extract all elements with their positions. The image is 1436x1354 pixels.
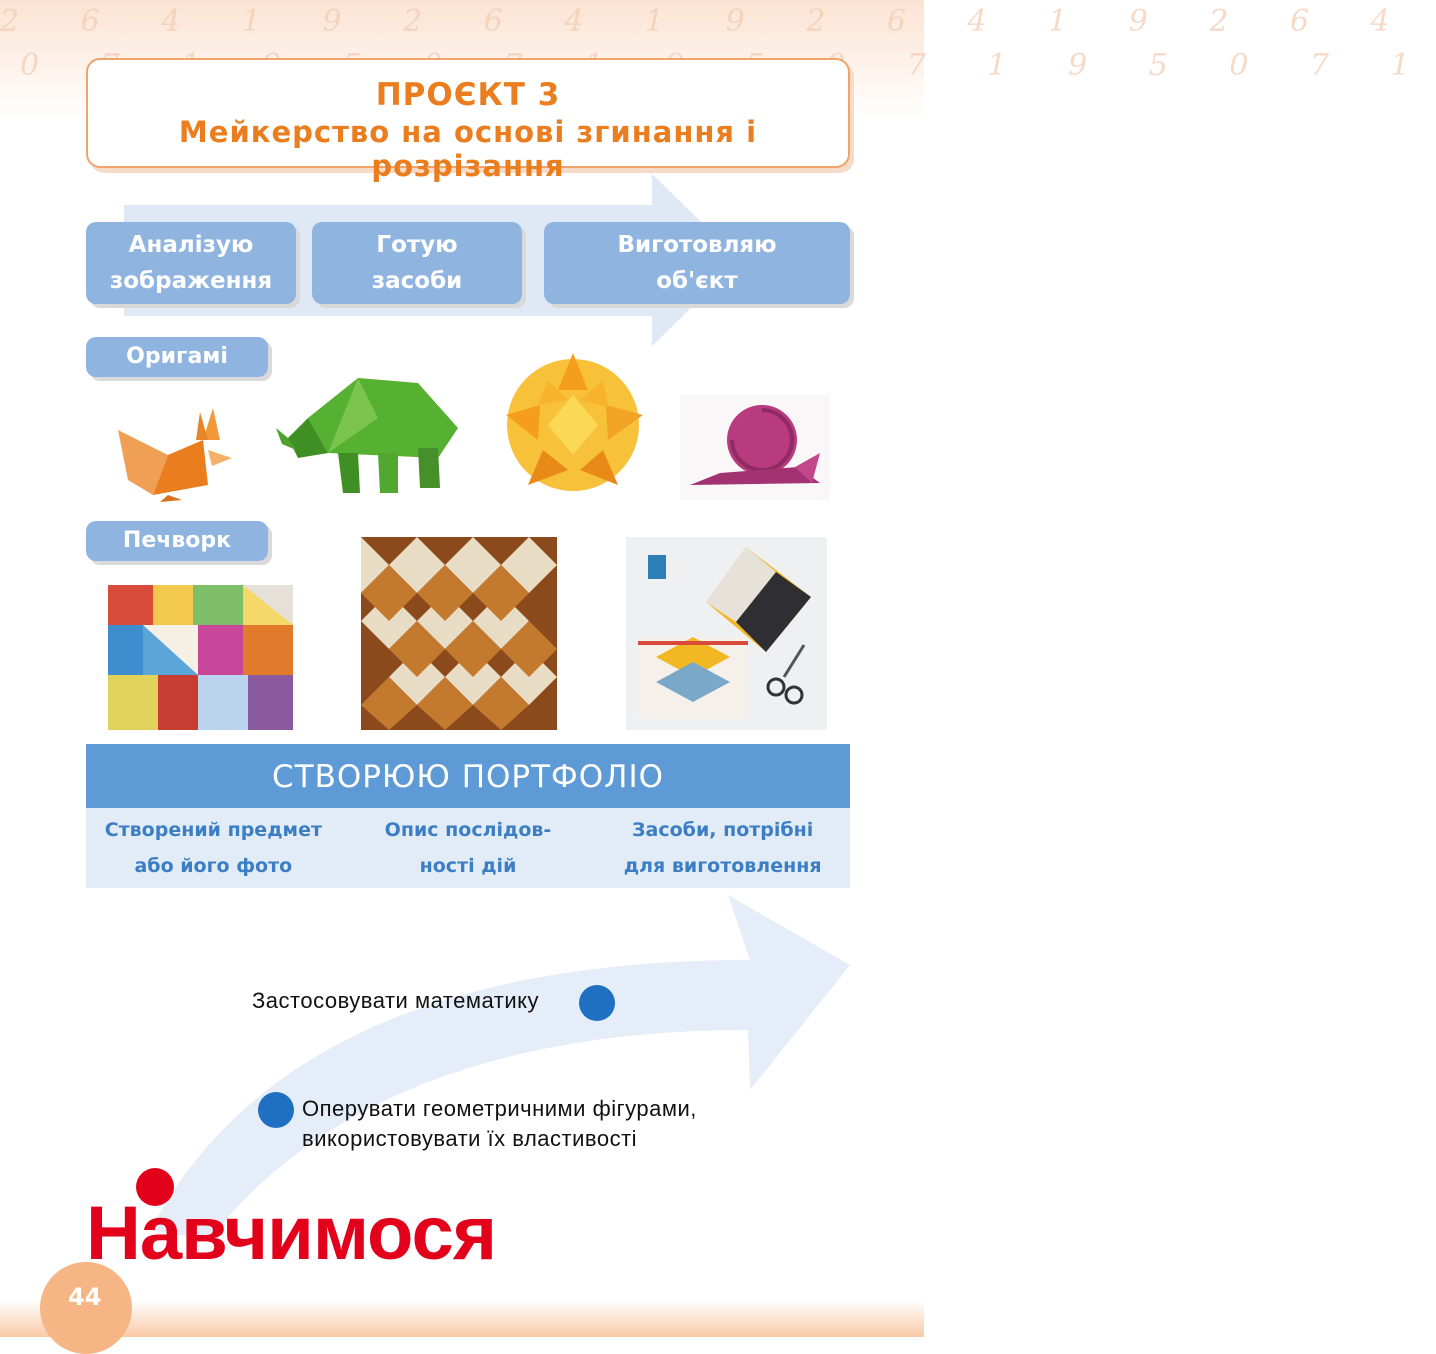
- digits-row-1: 2 6 4 1 9 2 6 4 1 9 2 6 4 1 9 2 6 4: [0, 4, 1416, 39]
- colorful-patchwork-image: [108, 585, 293, 730]
- portfolio-col-tools: Засоби, потрібні для виготовлення: [623, 819, 822, 877]
- patchwork-label: Печворк: [86, 521, 268, 561]
- bottom-decorative-band: [0, 1300, 924, 1337]
- project-title: Мейкерство на основі згинання і розрізан…: [178, 115, 758, 183]
- step-make-label: Виготовляю об'єкт: [617, 232, 777, 294]
- step-prepare-label: Готую засоби: [371, 232, 463, 294]
- snail-origami-image: [680, 395, 830, 500]
- learn-item-geometry: Оперувати геометричними фігурами, викори…: [302, 1096, 697, 1151]
- step-analyze-label: Аналізую зображення: [109, 232, 273, 294]
- bullet-dot-1: [579, 985, 615, 1021]
- star-kusudama-image: [506, 353, 643, 491]
- learn-arrow: [150, 895, 850, 1240]
- portfolio-columns: Створений предмет або його фото Опис пос…: [86, 808, 850, 888]
- page-number-badge: [40, 1262, 132, 1354]
- elephant-origami-image: [276, 378, 458, 493]
- fox-origami-image: [118, 408, 232, 502]
- patchwork-pouches-image: [626, 537, 827, 730]
- project-title-box: ПРОЄКТ 3 Мейкерство на основі згинання і…: [86, 58, 850, 183]
- bullet-dot-2: [258, 1092, 294, 1128]
- learn-heading: Навчимося: [86, 1191, 497, 1276]
- step-analyze: Аналізую зображення: [86, 222, 296, 304]
- red-dot-accent: [136, 1168, 174, 1206]
- page-number: 44: [68, 1283, 102, 1311]
- origami-label: Оригамі: [86, 337, 268, 377]
- learn-item-math: Застосовувати математику: [252, 988, 539, 1013]
- project-number: ПРОЄКТ 3: [375, 77, 561, 113]
- step-make: Виготовляю об'єкт: [544, 222, 850, 304]
- step-prepare: Готую засоби: [312, 222, 522, 304]
- brown-patchwork-image: [361, 537, 557, 730]
- portfolio-title: СТВОРЮЮ ПОРТФОЛІО: [86, 744, 850, 808]
- portfolio-col-item: Створений предмет або його фото: [104, 819, 322, 877]
- portfolio-col-description: Опис послідов- ності дій: [384, 819, 552, 877]
